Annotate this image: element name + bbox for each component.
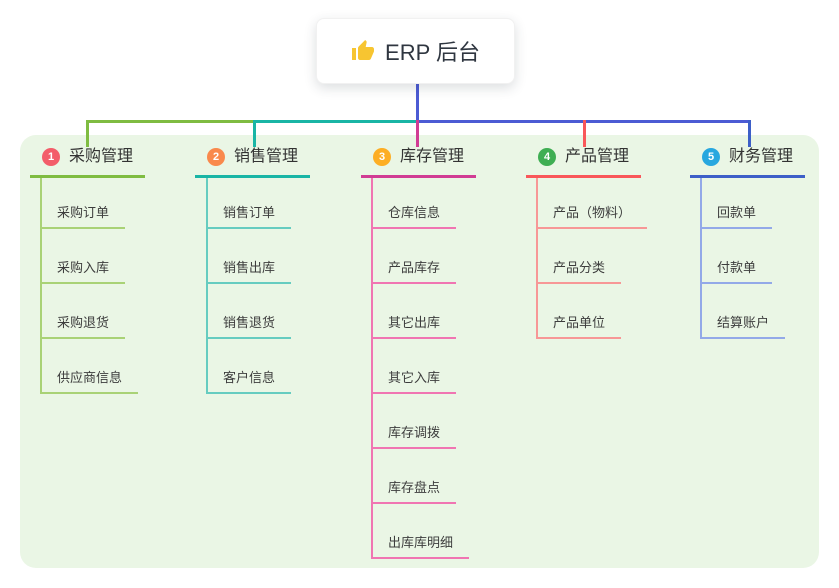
branch-5-child-3[interactable]: 结算账户 — [700, 314, 786, 339]
branch-1-child-4[interactable]: 供应商信息 — [40, 369, 139, 394]
branch-1-header[interactable]: 1 采购管理 — [30, 146, 146, 178]
branch-2-spine — [206, 177, 208, 394]
branch-5-spine — [700, 177, 702, 339]
branch-4-child-1[interactable]: 产品（物料） — [536, 204, 648, 229]
root-node[interactable]: ERP 后台 — [316, 18, 515, 84]
branch-2-child-2[interactable]: 销售出库 — [206, 259, 292, 284]
branch-number-badge: 1 — [42, 148, 60, 166]
branch-title: 采购管理 — [69, 148, 134, 165]
branch-4-child-3[interactable]: 产品单位 — [536, 314, 622, 339]
branch-1-spine — [40, 177, 42, 394]
branch-number-badge: 3 — [373, 148, 391, 166]
branch-3-header[interactable]: 3 库存管理 — [361, 146, 477, 178]
branch-3-child-4[interactable]: 其它入库 — [371, 369, 457, 394]
branch-title: 产品管理 — [565, 148, 630, 165]
branch-1-child-3[interactable]: 采购退货 — [40, 314, 126, 339]
branch-2-header[interactable]: 2 销售管理 — [195, 146, 311, 178]
connector-drop-branch-5 — [748, 120, 751, 147]
branch-4-child-2[interactable]: 产品分类 — [536, 259, 622, 284]
branch-2-child-1[interactable]: 销售订单 — [206, 204, 292, 229]
connector-drop-branch-2 — [253, 120, 256, 147]
branch-5-child-1[interactable]: 回款单 — [700, 204, 773, 229]
branch-1-child-2[interactable]: 采购入库 — [40, 259, 126, 284]
branch-3-child-7[interactable]: 出库库明细 — [371, 534, 470, 559]
branch-3-child-5[interactable]: 库存调拨 — [371, 424, 457, 449]
branch-5-child-2[interactable]: 付款单 — [700, 259, 773, 284]
branch-title: 库存管理 — [400, 148, 465, 165]
branch-1-child-1[interactable]: 采购订单 — [40, 204, 126, 229]
connector-drop-branch-4 — [583, 120, 586, 147]
branch-4-spine — [536, 177, 538, 339]
branch-3-child-1[interactable]: 仓库信息 — [371, 204, 457, 229]
branch-2-child-3[interactable]: 销售退货 — [206, 314, 292, 339]
connector-stem — [416, 82, 419, 120]
branches-panel — [20, 135, 819, 568]
branch-number-badge: 2 — [207, 148, 225, 166]
branch-3-child-2[interactable]: 产品库存 — [371, 259, 457, 284]
connector-drop-branch-3 — [416, 120, 419, 147]
branch-3-child-3[interactable]: 其它出库 — [371, 314, 457, 339]
branch-title: 财务管理 — [729, 148, 794, 165]
branch-2-child-4[interactable]: 客户信息 — [206, 369, 292, 394]
branch-5-header[interactable]: 5 财务管理 — [690, 146, 806, 178]
branch-number-badge: 5 — [702, 148, 720, 166]
connector-bus-green — [86, 120, 253, 123]
branch-3-spine — [371, 177, 373, 559]
root-title: ERP 后台 — [385, 40, 480, 65]
branch-title: 销售管理 — [234, 148, 299, 165]
thumbs-up-icon — [352, 40, 375, 60]
connector-drop-branch-1 — [86, 120, 89, 147]
branch-number-badge: 4 — [538, 148, 556, 166]
connector-bus-teal — [253, 120, 416, 123]
branch-3-child-6[interactable]: 库存盘点 — [371, 479, 457, 504]
branch-4-header[interactable]: 4 产品管理 — [526, 146, 642, 178]
